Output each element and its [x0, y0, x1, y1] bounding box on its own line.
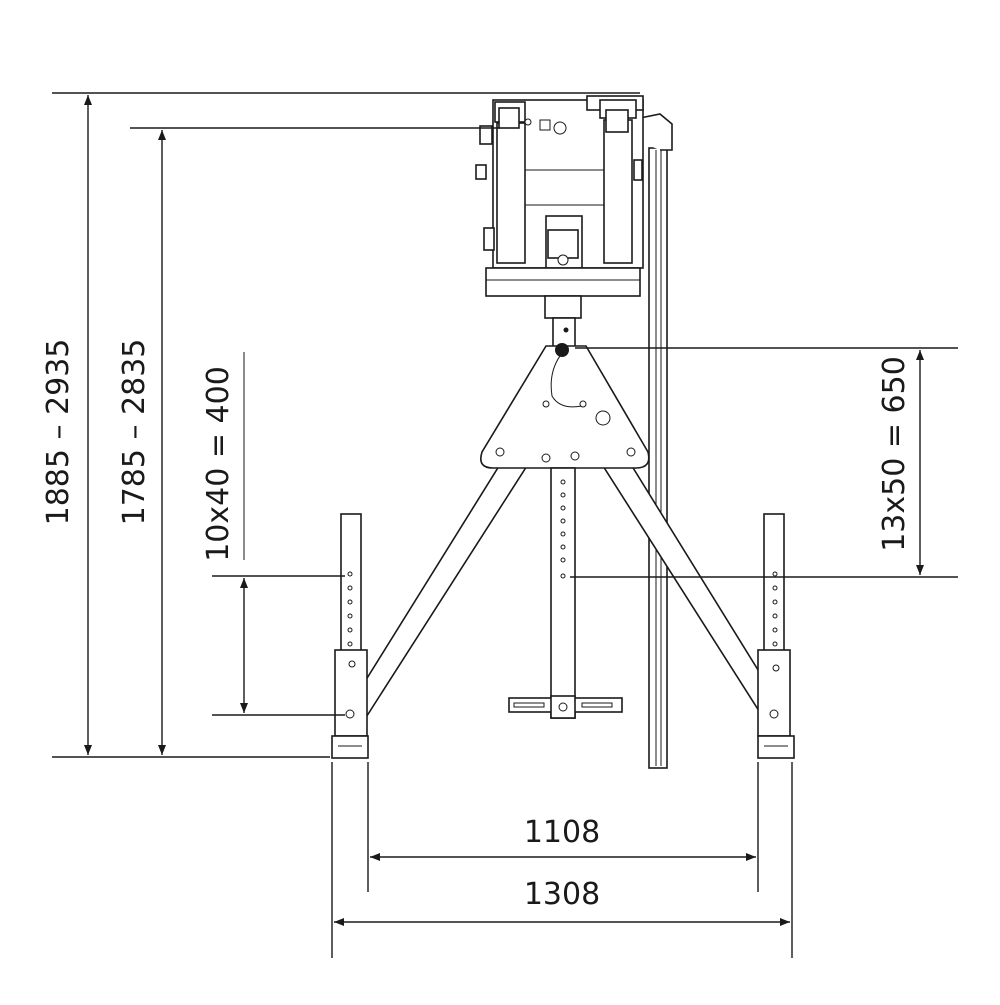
dim-column-adjust: 13x50 = 650 [877, 356, 912, 552]
drill-head [475, 95, 644, 297]
left-leg [331, 513, 369, 759]
top-plate [480, 343, 650, 469]
dimension-lines [52, 92, 958, 958]
center-column [508, 467, 623, 719]
dim-leg-adjust: 10x40 = 400 [201, 366, 236, 562]
machine-drawing [331, 95, 795, 769]
spindle [544, 295, 582, 349]
dim-overall-height: 1885 – 2935 [41, 339, 76, 526]
guide-rail [639, 113, 673, 769]
dim-head-height: 1785 – 2835 [117, 339, 152, 526]
right-leg [757, 513, 795, 759]
dim-outer-width: 1308 [524, 877, 600, 912]
dim-inner-width: 1108 [524, 815, 600, 850]
